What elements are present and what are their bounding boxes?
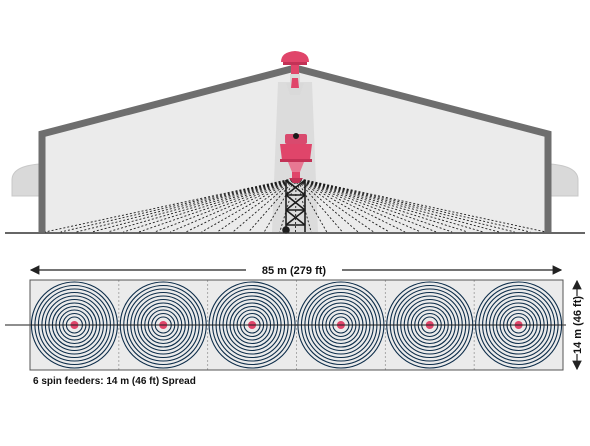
spread-line: [170, 177, 297, 233]
spread-line: [295, 177, 406, 233]
spread-line: [107, 177, 297, 233]
spin-feeder-icon: [280, 133, 312, 183]
spread-line: [60, 177, 297, 233]
right-side-dome: [549, 163, 579, 197]
spread-line: [263, 177, 297, 233]
spread-line: [154, 177, 297, 233]
spread-line: [295, 177, 421, 233]
spread-line: [295, 177, 531, 233]
spread-line: [185, 177, 297, 233]
barn-section: [5, 51, 585, 234]
spread-line: [295, 177, 390, 233]
spread-line: [295, 177, 359, 233]
spread-line: [279, 177, 297, 233]
roof-vent-icon: [281, 51, 309, 95]
length-label: 85 m (279 ft): [262, 265, 327, 277]
spread-line: [91, 177, 297, 233]
spread-caption: 6 spin feeders: 14 m (46 ft) Spread: [33, 376, 196, 387]
feed-spread-lines: [44, 177, 547, 233]
spread-line: [295, 177, 547, 233]
spread-line: [295, 177, 500, 233]
length-dimension: 85 m (279 ft): [29, 265, 563, 277]
width-label: 14 m (46 ft): [572, 296, 584, 354]
width-dimension: 14 m (46 ft): [572, 279, 584, 371]
spread-line: [295, 177, 468, 233]
spread-line: [295, 177, 515, 233]
spread-line: [295, 177, 312, 233]
spread-line: [295, 177, 453, 233]
floor-plan: [5, 279, 566, 371]
left-side-dome: [11, 163, 41, 197]
spread-line: [295, 177, 437, 233]
spread-line: [76, 177, 297, 233]
spread-line: [44, 177, 297, 233]
spread-line: [295, 177, 484, 233]
